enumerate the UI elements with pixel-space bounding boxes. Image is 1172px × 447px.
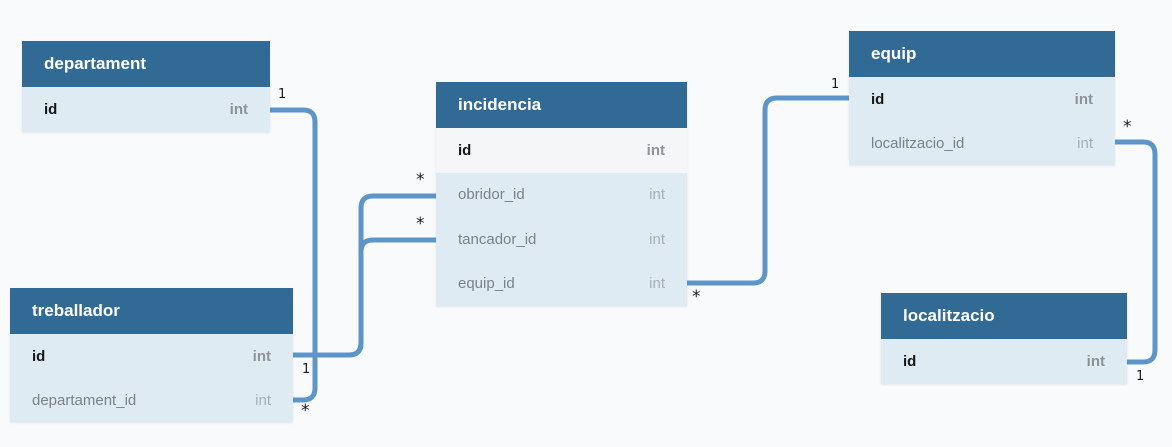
column-row-treballador-departament-id[interactable]: departament_id int (10, 378, 293, 422)
column-name: tancador_id (458, 230, 537, 248)
cardinality-label-equip-id-many: * (692, 287, 701, 307)
table-header-incidencia[interactable]: incidencia (436, 82, 687, 128)
column-name: equip_id (458, 275, 515, 293)
column-name: departament_id (32, 391, 137, 409)
column-type: int (1074, 90, 1093, 108)
table-title: departament (44, 54, 147, 73)
column-row-incidencia-equip-id[interactable]: equip_id int (436, 261, 687, 306)
column-row-localitzacio-id[interactable]: id int (881, 339, 1127, 384)
column-row-treballador-id[interactable]: id int (10, 334, 293, 378)
column-name: localitzacio_id (871, 134, 965, 152)
table-title: incidencia (458, 95, 542, 114)
column-row-equip-id[interactable]: id int (849, 77, 1115, 121)
relationship-line-incidencia-equip[interactable] (687, 95, 849, 286)
relationship-line-treballador-tancador[interactable] (293, 237, 436, 358)
column-name: id (903, 353, 917, 370)
cardinality-label-departament-one: 1 (278, 87, 287, 102)
table-title: equip (871, 44, 917, 63)
cardinality-label-localitzacio-one: 1 (1136, 369, 1145, 384)
column-type: int (649, 275, 665, 293)
column-row-incidencia-obridor-id[interactable]: obridor_id int (436, 172, 687, 217)
cardinality-label-obridor-many: * (416, 170, 425, 190)
table-treballador[interactable]: treballador id int departament_id int (10, 288, 293, 422)
table-incidencia[interactable]: incidencia id int obridor_id int tancado… (436, 82, 687, 306)
cardinality-label-equip-one: 1 (831, 77, 840, 92)
table-departament[interactable]: departament id int (22, 41, 270, 132)
relationship-line-equip-localitzacio[interactable] (1115, 139, 1158, 365)
column-row-equip-localitzacio-id[interactable]: localitzacio_id int (849, 121, 1115, 165)
table-header-equip[interactable]: equip (849, 31, 1115, 77)
cardinality-label-departament-id-many: * (301, 401, 310, 421)
cardinality-label-localitzacio-id-many: * (1123, 117, 1132, 137)
column-name: id (44, 101, 58, 118)
column-name: id (458, 141, 472, 159)
cardinality-label-tancador-many: * (416, 214, 425, 234)
column-type: int (229, 101, 248, 118)
table-header-departament[interactable]: departament (22, 41, 270, 87)
column-type: int (1077, 134, 1093, 152)
column-row-incidencia-tancador-id[interactable]: tancador_id int (436, 217, 687, 262)
column-type: int (252, 347, 271, 365)
cardinality-label-treballador-one: 1 (302, 362, 311, 377)
column-type: int (646, 141, 665, 159)
column-type: int (649, 230, 665, 248)
table-title: treballador (32, 301, 120, 320)
column-name: obridor_id (458, 186, 525, 204)
table-header-localitzacio[interactable]: localitzacio (881, 293, 1127, 339)
column-name: id (871, 90, 885, 108)
column-row-departament-id[interactable]: id int (22, 87, 270, 132)
table-equip[interactable]: equip id int localitzacio_id int (849, 31, 1115, 165)
column-name: id (32, 347, 46, 365)
table-header-treballador[interactable]: treballador (10, 288, 293, 334)
table-title: localitzacio (903, 306, 995, 325)
table-localitzacio[interactable]: localitzacio id int (881, 293, 1127, 384)
column-type: int (255, 391, 271, 409)
relationship-line-departament-treballador[interactable] (270, 107, 318, 403)
column-row-incidencia-id[interactable]: id int (436, 128, 687, 173)
column-type: int (649, 186, 665, 204)
column-type: int (1086, 353, 1105, 370)
